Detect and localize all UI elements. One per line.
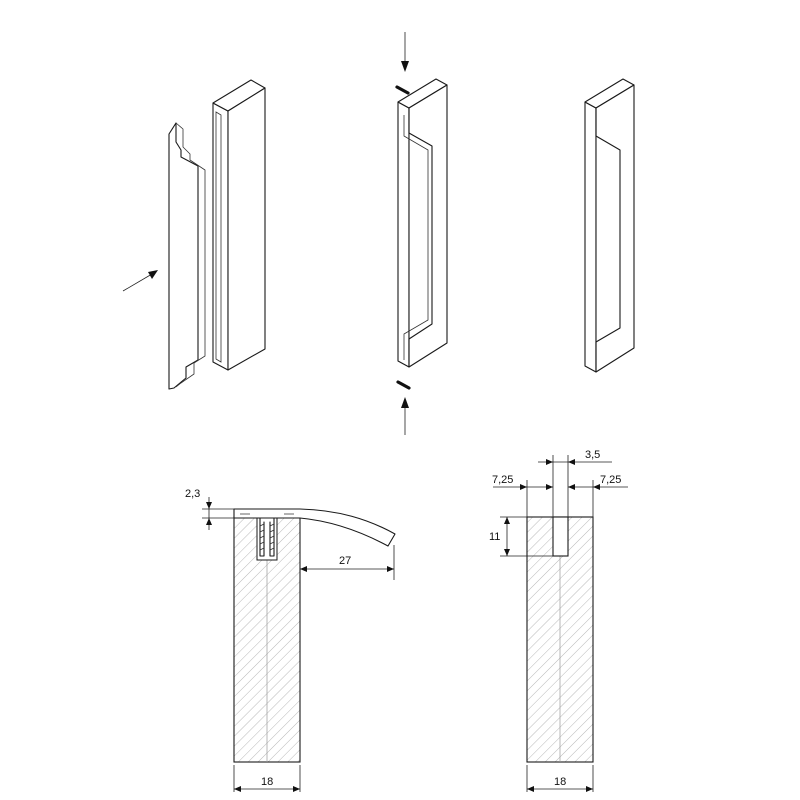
profile-cutout-2	[408, 107, 433, 368]
arrow-up-bottom	[401, 397, 409, 435]
iso-assembly-view	[395, 32, 448, 435]
dim-projection: 27	[299, 520, 395, 580]
slot	[552, 516, 569, 557]
arrow-down-top	[401, 32, 409, 72]
profile-inner-2	[403, 115, 429, 360]
board-front-face	[212, 102, 229, 371]
screw-top-icon	[395, 85, 410, 95]
dim-right-offset-label: 7,25	[600, 474, 621, 486]
board-front-face-2	[397, 101, 410, 368]
iso-finished-view	[584, 78, 635, 373]
dim-width-right-label: 18	[554, 776, 566, 788]
profile-strip	[168, 122, 199, 390]
insert-arrow	[122, 270, 158, 292]
board-groove	[215, 111, 222, 363]
handle-profile	[233, 508, 396, 547]
section-left: 2,3 27 18	[185, 488, 396, 792]
board-side-face-3	[595, 84, 635, 373]
profile-leg-ribs	[259, 523, 275, 551]
dim-width-right: 18	[526, 765, 594, 792]
dim-right-offset: 7,25	[568, 474, 628, 517]
dim-slot-width: 3,5	[538, 449, 612, 517]
profile-cutout-3	[595, 107, 621, 373]
dim-slot-width-label: 3,5	[585, 449, 600, 461]
dim-left-offset: 7,25	[492, 474, 553, 517]
dim-slot-depth: 11	[489, 516, 553, 557]
board-side-face	[227, 87, 266, 371]
dim-width-left: 18	[233, 765, 301, 792]
profile-strip-edge	[175, 122, 206, 388]
dim-left-offset-label: 7,25	[492, 474, 513, 486]
dim-width-left-label: 18	[261, 776, 273, 788]
dim-lip-thickness: 2,3	[185, 488, 234, 530]
iso-exploded-view	[122, 79, 266, 390]
dim-projection-label: 27	[339, 555, 351, 567]
dim-lip-thickness-label: 2,3	[185, 488, 200, 500]
dim-slot-depth-label: 11	[489, 531, 500, 543]
screw-bottom-icon	[396, 380, 411, 390]
board-front-face-3	[584, 101, 597, 373]
profile-leg	[259, 516, 275, 557]
section-right: 3,5 7,25 7,25 11	[489, 449, 628, 792]
